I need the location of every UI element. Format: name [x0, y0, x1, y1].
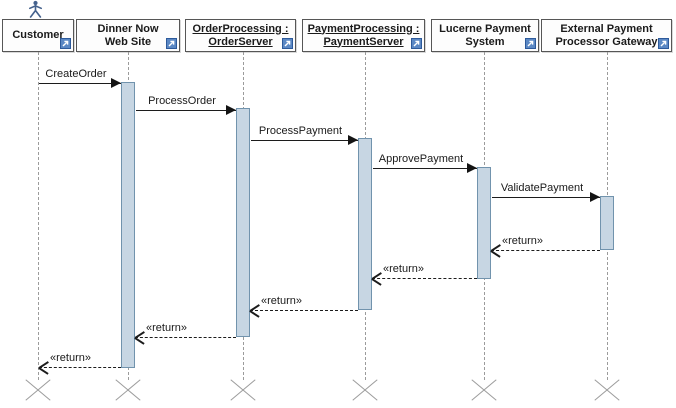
message-label: CreateOrder — [45, 68, 107, 80]
activation-orderserver[interactable] — [236, 108, 250, 337]
navigate-icon[interactable] — [166, 38, 177, 49]
navigate-icon[interactable] — [658, 38, 669, 49]
participant-name: Customer — [12, 29, 64, 41]
navigate-icon[interactable] — [282, 38, 293, 49]
x-destruction-mark — [115, 379, 141, 401]
open-arrowhead-icon — [491, 244, 502, 256]
return-orderserver-to-dinner-now[interactable]: «return» — [135, 320, 236, 338]
dashed-arrow-line — [39, 367, 121, 368]
return-dinner-now-to-customer[interactable]: «return» — [39, 350, 121, 368]
x-destruction-mark — [352, 379, 378, 401]
participant-name: External Payment — [560, 22, 653, 35]
message-processorder[interactable]: ProcessOrder — [136, 93, 236, 115]
return-paymentserver-to-orderserver[interactable]: «return» — [250, 293, 358, 311]
dashed-arrow-line — [372, 278, 477, 279]
message-processpayment[interactable]: ProcessPayment — [251, 123, 358, 145]
dashed-arrow-line — [491, 250, 600, 251]
x-destruction-mark — [230, 379, 256, 401]
lifeline-customer — [38, 52, 39, 380]
message-label: ApprovePayment — [378, 153, 464, 165]
message-label: ProcessOrder — [148, 95, 216, 107]
activation-lucerne[interactable] — [477, 167, 491, 279]
return-lucerne-to-paymentserver[interactable]: «return» — [372, 261, 477, 279]
navigate-icon[interactable] — [525, 38, 536, 49]
x-destruction-mark — [594, 379, 620, 401]
participant-name: OrderProcessing : — [192, 22, 289, 35]
activation-dinner-now[interactable] — [121, 82, 135, 368]
filled-arrowhead-icon — [590, 192, 600, 202]
message-label: «return» — [261, 295, 302, 307]
open-arrowhead-icon — [372, 272, 383, 284]
dashed-arrow-line — [250, 310, 358, 311]
message-label: «return» — [146, 322, 187, 334]
arrow-line — [251, 140, 358, 141]
return-external-to-lucerne[interactable]: «return» — [491, 233, 600, 251]
participant-customer[interactable]: Customer — [2, 19, 74, 52]
x-destruction-mark — [471, 379, 497, 401]
message-approvepayment[interactable]: ApprovePayment — [373, 151, 477, 173]
x-destruction-mark — [25, 379, 51, 401]
activation-paymentserver[interactable] — [358, 138, 372, 310]
arrow-line — [373, 168, 477, 169]
message-createorder[interactable]: CreateOrder — [39, 66, 121, 88]
participant-paymentprocessing-paymentserver[interactable]: PaymentProcessing :PaymentServer — [302, 19, 425, 52]
filled-arrowhead-icon — [348, 135, 358, 145]
participant-name: Lucerne Payment — [439, 22, 531, 35]
message-label: «return» — [383, 263, 424, 275]
message-label: «return» — [50, 352, 91, 364]
open-arrowhead-icon — [135, 331, 146, 343]
navigate-icon[interactable] — [411, 38, 422, 49]
filled-arrowhead-icon — [226, 105, 236, 115]
activation-external-gateway[interactable] — [600, 196, 614, 250]
open-arrowhead-icon — [39, 361, 50, 373]
message-label: ValidatePayment — [500, 182, 584, 194]
filled-arrowhead-icon — [467, 163, 477, 173]
arrow-line — [492, 197, 600, 198]
dashed-arrow-line — [135, 337, 236, 338]
navigate-icon[interactable] — [60, 38, 71, 49]
participant-name: Dinner Now — [97, 22, 159, 35]
arrow-line — [136, 110, 236, 111]
participant-name: PaymentProcessing : — [307, 22, 420, 35]
participant-orderprocessing-orderserver[interactable]: OrderProcessing :OrderServer — [185, 19, 296, 52]
message-label: ProcessPayment — [258, 125, 343, 137]
arrow-line — [39, 83, 121, 84]
filled-arrowhead-icon — [111, 78, 121, 88]
message-label: «return» — [502, 235, 543, 247]
open-arrowhead-icon — [250, 304, 261, 316]
message-validatepayment[interactable]: ValidatePayment — [492, 180, 600, 202]
actor-icon — [29, 0, 42, 18]
